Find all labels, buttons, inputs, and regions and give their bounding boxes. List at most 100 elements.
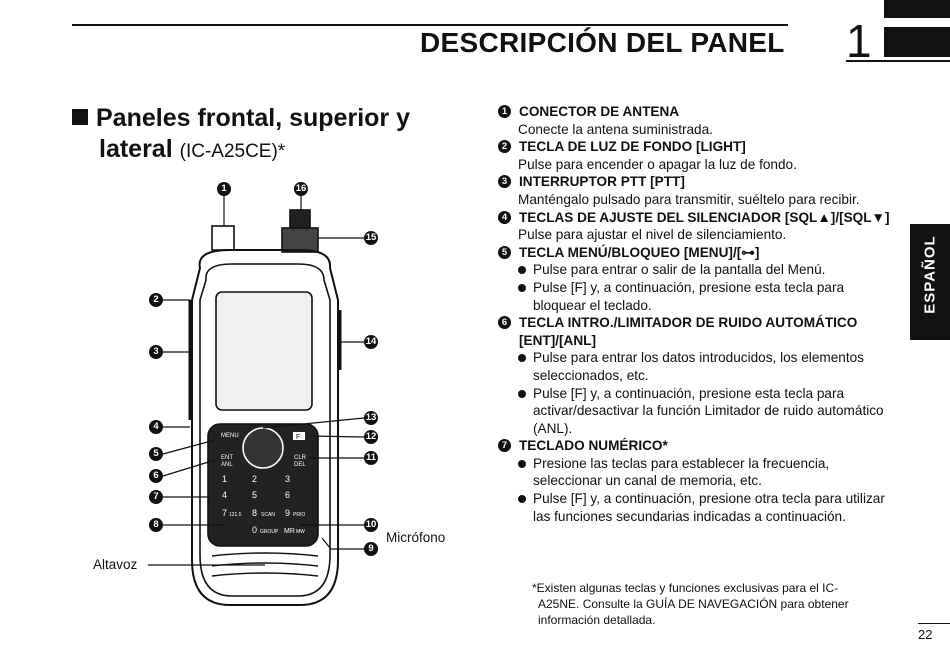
footnote: *Existen algunas teclas y funciones excl… bbox=[532, 580, 877, 628]
callout-6: 6 bbox=[149, 469, 163, 483]
antenna bbox=[211, 225, 235, 251]
key-5: 5 bbox=[252, 490, 257, 500]
footnote-line1: *Existen algunas teclas y funciones excl… bbox=[532, 581, 839, 595]
callout-lines bbox=[148, 195, 365, 566]
item-title-row: 3 INTERRUPTOR PTT [PTT] bbox=[498, 173, 898, 191]
keypad-area bbox=[207, 423, 319, 547]
radio-diagram: MENU ENT ANL F CLR DEL 1 2 3 4 5 6 7 121… bbox=[148, 195, 365, 606]
bullet-text: Presione las teclas para establecer la f… bbox=[533, 455, 830, 489]
item-description: Pulse para ajustar el nivel de silenciam… bbox=[518, 227, 787, 243]
chapter-underline bbox=[846, 60, 950, 62]
key-0: 0 bbox=[252, 525, 257, 535]
item-title: TECLA INTRO./LIMITADOR DE RUIDO AUTOMÁTI… bbox=[519, 315, 858, 348]
section-model: (IC-A25CE)* bbox=[179, 141, 286, 162]
knob-base bbox=[281, 227, 319, 253]
item-title-row: 2 TECLA DE LUZ DE FONDO [LIGHT] bbox=[498, 138, 898, 156]
footnote-line3: información detallada. bbox=[538, 613, 656, 627]
item-title-row: 7 TECLADO NUMÉRICO* bbox=[498, 437, 898, 455]
item-bullet: Pulse [F] y, a continuación, presione ot… bbox=[498, 490, 898, 525]
key-9-sub: PRIO bbox=[293, 512, 305, 518]
key-f: F bbox=[296, 434, 300, 441]
key-del: DEL bbox=[294, 462, 306, 468]
key-8-sub: SCAN bbox=[261, 512, 275, 518]
item-description: Pulse para encender o apagar la luz de f… bbox=[518, 156, 797, 172]
header-rule bbox=[72, 24, 788, 26]
callout-2: 2 bbox=[149, 293, 163, 307]
key-9: 9 bbox=[285, 508, 290, 518]
callout-15: 15 bbox=[364, 231, 378, 245]
chapter-bar-bottom bbox=[884, 27, 950, 57]
knob-top bbox=[289, 209, 311, 229]
key-3: 3 bbox=[285, 474, 290, 484]
item-number: 7 bbox=[498, 439, 511, 453]
item-number: 2 bbox=[498, 140, 511, 154]
square-bullet-icon bbox=[72, 109, 88, 125]
footer-rule bbox=[918, 623, 950, 624]
key-mr: MR bbox=[284, 528, 295, 535]
callout-16: 16 bbox=[294, 182, 308, 196]
key-6: 6 bbox=[285, 490, 290, 500]
item-title: INTERRUPTOR PTT [PTT] bbox=[519, 174, 685, 190]
bullet-dot-icon bbox=[518, 266, 526, 275]
callout-14: 14 bbox=[364, 335, 378, 349]
key-0-sub: GROUP bbox=[260, 529, 279, 535]
key-7: 7 bbox=[222, 508, 227, 518]
item-title: TECLA DE LUZ DE FONDO [LIGHT] bbox=[519, 139, 746, 155]
bullet-text: Pulse para entrar o salir de la pantalla… bbox=[533, 262, 826, 278]
key-2: 2 bbox=[252, 474, 257, 484]
section-title-line1: Paneles frontal, superior y bbox=[96, 104, 410, 132]
key-8: 8 bbox=[252, 508, 257, 518]
radio-inner-body bbox=[199, 263, 331, 597]
key-mr-sub: MW bbox=[296, 529, 305, 535]
bullet-dot-icon bbox=[518, 389, 526, 398]
item-number: 6 bbox=[498, 316, 511, 330]
item-bullet: Pulse [F] y, a continuación, presione es… bbox=[498, 279, 898, 314]
list-item: 7 TECLADO NUMÉRICO*Presione las teclas pa… bbox=[498, 437, 898, 525]
callout-7: 7 bbox=[149, 490, 163, 504]
item-number: 4 bbox=[498, 210, 511, 224]
radio-screen bbox=[215, 291, 313, 411]
item-description: Conecte la antena suministrada. bbox=[518, 121, 713, 137]
key-anl: ANL bbox=[221, 462, 233, 468]
key-clr: CLR bbox=[294, 455, 307, 461]
bullet-text: Pulse [F] y, a continuación, presione ot… bbox=[533, 491, 885, 524]
item-bullet: Presione las teclas para establecer la f… bbox=[498, 455, 898, 490]
item-title-row: 6 TECLA INTRO./LIMITADOR DE RUIDO AUTOMÁT… bbox=[498, 314, 898, 349]
language-tab: ESPAÑOL bbox=[910, 224, 950, 340]
callout-4: 4 bbox=[149, 420, 163, 434]
list-item: 2 TECLA DE LUZ DE FONDO [LIGHT]Pulse para… bbox=[498, 138, 898, 173]
item-bullet: Pulse [F] y, a continuación, presione es… bbox=[498, 385, 898, 438]
item-bullet: Pulse para entrar los datos introducidos… bbox=[498, 349, 898, 384]
footnote-line2: A25NE. Consulte la GUÍA DE NAVEGACIÓN pa… bbox=[538, 597, 849, 611]
key-ent: ENT bbox=[221, 455, 233, 461]
chapter-title: DESCRIPCIÓN DEL PANEL bbox=[420, 27, 785, 58]
bullet-text: Pulse para entrar los datos introducidos… bbox=[533, 350, 864, 383]
bullet-dot-icon bbox=[518, 459, 526, 468]
item-title: TECLADO NUMÉRICO* bbox=[519, 438, 668, 454]
key-7-sub: 121.5 bbox=[229, 512, 242, 518]
callout-8: 8 bbox=[149, 518, 163, 532]
speaker-label: Altavoz bbox=[93, 557, 138, 572]
item-description: Manténgalo pulsado para transmitir, suél… bbox=[518, 191, 860, 207]
item-number: 3 bbox=[498, 175, 511, 189]
callout-3: 3 bbox=[149, 345, 163, 359]
chapter-bar-top bbox=[884, 0, 950, 18]
item-bullet: Pulse para entrar o salir de la pantalla… bbox=[498, 261, 898, 279]
page-number: 22 bbox=[918, 627, 933, 642]
bullet-text: Pulse [F] y, a continuación, presione es… bbox=[533, 279, 845, 313]
chapter-number: 1 bbox=[846, 15, 872, 67]
bullet-text: Pulse [F] y, a continuación, presione es… bbox=[533, 385, 884, 436]
callout-12: 12 bbox=[364, 430, 378, 444]
section-title-line2: lateral bbox=[99, 135, 173, 163]
callout-1: 1 bbox=[217, 182, 231, 196]
list-item: 6 TECLA INTRO./LIMITADOR DE RUIDO AUTOMÁT… bbox=[498, 314, 898, 437]
callout-13: 13 bbox=[364, 411, 378, 425]
key-1: 1 bbox=[222, 474, 227, 484]
microphone-label: Micrófono bbox=[386, 530, 446, 545]
